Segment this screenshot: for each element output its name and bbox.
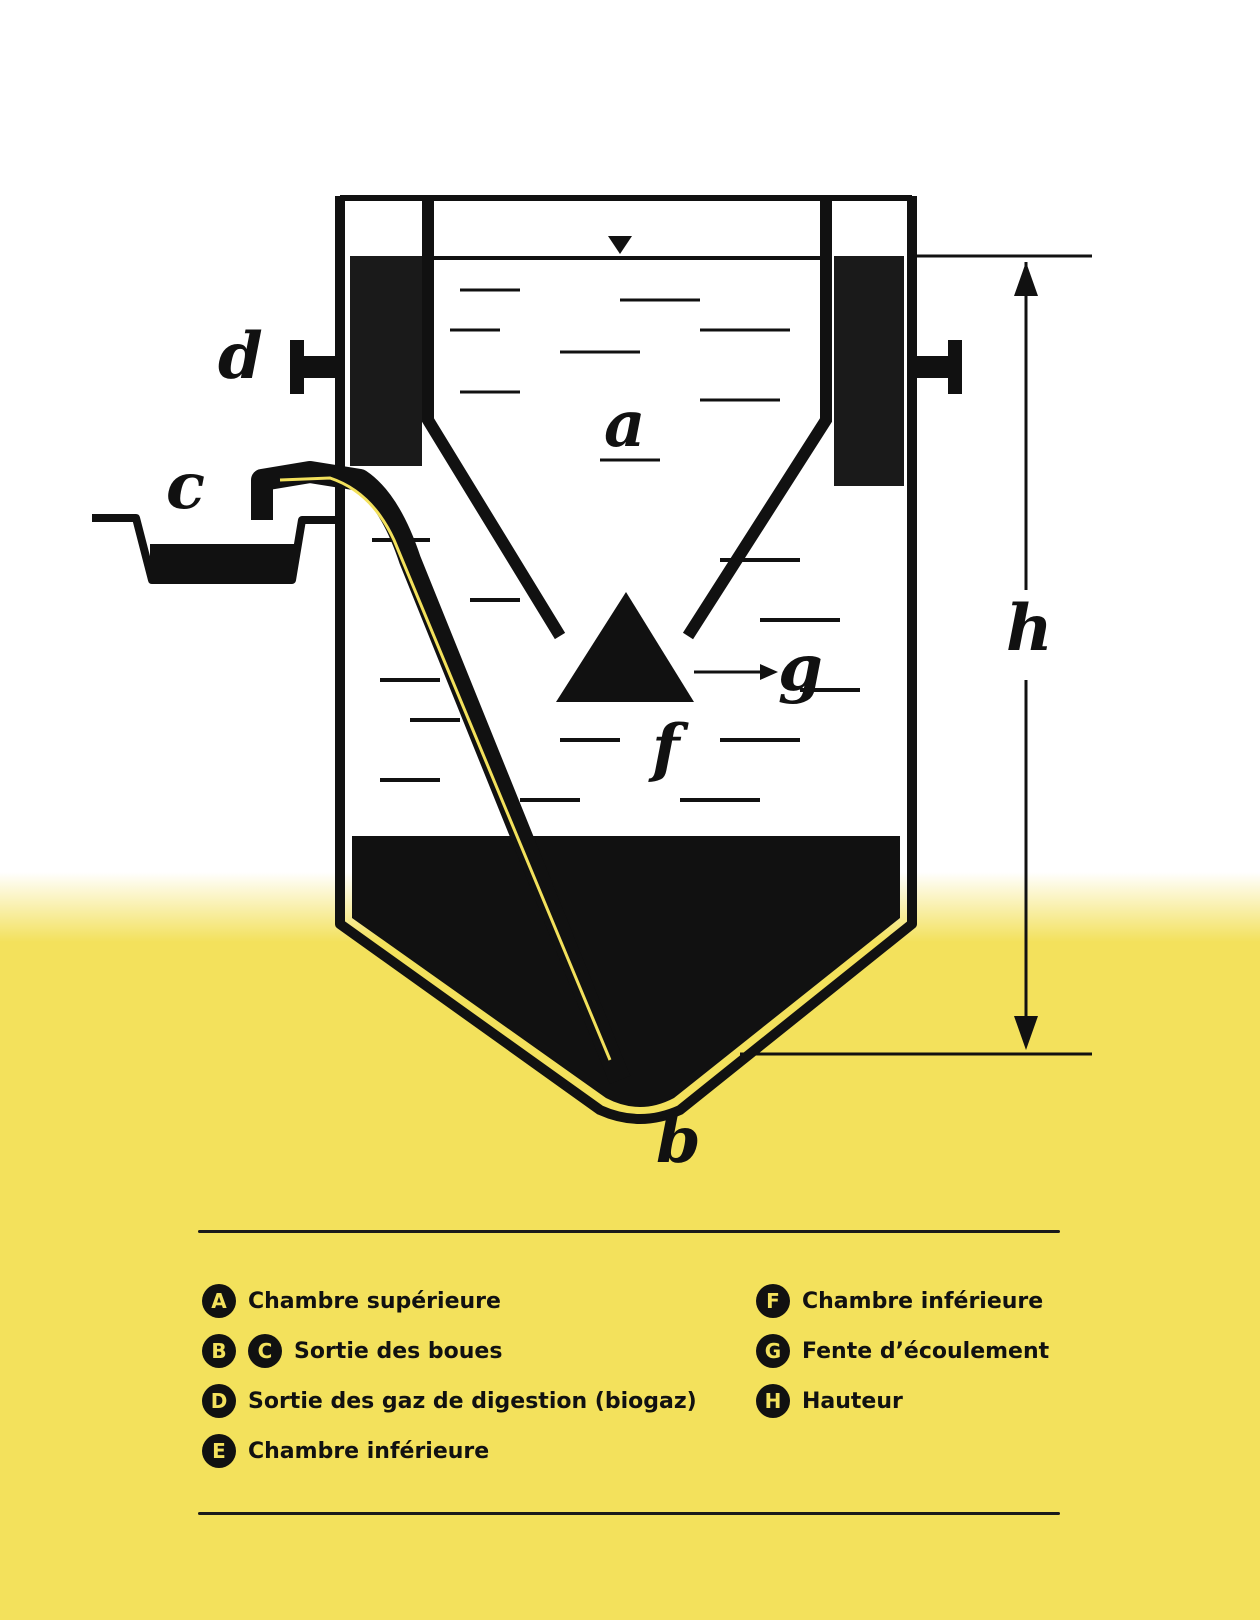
label-d: d <box>218 319 263 394</box>
label-b: b <box>656 1103 701 1178</box>
legend-item-d: D Sortie des gaz de digestion (biogaz) <box>202 1376 697 1426</box>
legend-item-f: F Chambre inférieure <box>756 1276 1049 1326</box>
legend-item-h: H Hauteur <box>756 1376 1049 1426</box>
gas-outlet-right-flange <box>948 340 962 394</box>
lower-chamber-dashes <box>372 538 860 802</box>
legend-item-g: G Fente d’écoulement <box>756 1326 1049 1376</box>
badge-a: A <box>202 1284 236 1318</box>
badge-b: B <box>202 1334 236 1368</box>
legend-text-a: Chambre supérieure <box>248 1288 501 1314</box>
legend-text-g: Fente d’écoulement <box>802 1338 1050 1364</box>
badge-c: C <box>248 1334 282 1368</box>
legend-text-h: Hauteur <box>802 1388 903 1414</box>
legend-text-e: Chambre inférieure <box>248 1438 490 1464</box>
legend-divider-bottom <box>198 1512 1060 1515</box>
legend-item-a: A Chambre supérieure <box>202 1276 697 1326</box>
label-f: f <box>648 711 689 786</box>
water-level-marker <box>608 236 632 254</box>
gas-outlet-left-pipe <box>292 356 342 378</box>
height-arrowhead-bottom <box>1014 1016 1038 1050</box>
legend-divider-top <box>198 1230 1060 1233</box>
gas-outlet-left-flange <box>290 340 304 394</box>
label-g: g <box>778 631 823 706</box>
tank-outer-wall <box>335 196 917 1124</box>
label-a: a <box>604 387 645 462</box>
badge-f: F <box>756 1284 790 1318</box>
sludge-pipe-highlight <box>279 476 612 1061</box>
sludge-trough <box>92 514 340 584</box>
triangle-deflector <box>556 592 694 702</box>
badge-e: E <box>202 1434 236 1468</box>
inner-chamber-wall-left <box>422 196 566 640</box>
sludge-pipe <box>251 461 631 1085</box>
height-arrowhead-top <box>1014 262 1038 296</box>
label-c: c <box>166 449 205 524</box>
legend-text-d: Sortie des gaz de digestion (biogaz) <box>248 1388 697 1414</box>
legend-item-b-c: B C Sortie des boues <box>202 1326 697 1376</box>
outer-ring-left <box>350 256 422 466</box>
inner-chamber-wall-right <box>682 196 832 640</box>
legend-text-b-c: Sortie des boues <box>294 1338 503 1364</box>
slot-flow-arrowhead <box>760 664 778 680</box>
legend-column-right: F Chambre inférieure G Fente d’écoulemen… <box>756 1276 1049 1426</box>
badge-g: G <box>756 1334 790 1368</box>
sludge-trough-fill <box>150 544 294 578</box>
legend-column-left: A Chambre supérieure B C Sortie des boue… <box>202 1276 697 1476</box>
upper-chamber-dashes <box>450 288 790 462</box>
legend-text-f: Chambre inférieure <box>802 1288 1044 1314</box>
outer-ring-right <box>834 256 904 486</box>
legend-item-e: E Chambre inférieure <box>202 1426 697 1476</box>
badge-d: D <box>202 1384 236 1418</box>
gas-outlet-right-pipe <box>910 356 960 378</box>
badge-h: H <box>756 1384 790 1418</box>
label-h: h <box>1006 591 1053 666</box>
sludge-zone <box>352 836 900 1107</box>
